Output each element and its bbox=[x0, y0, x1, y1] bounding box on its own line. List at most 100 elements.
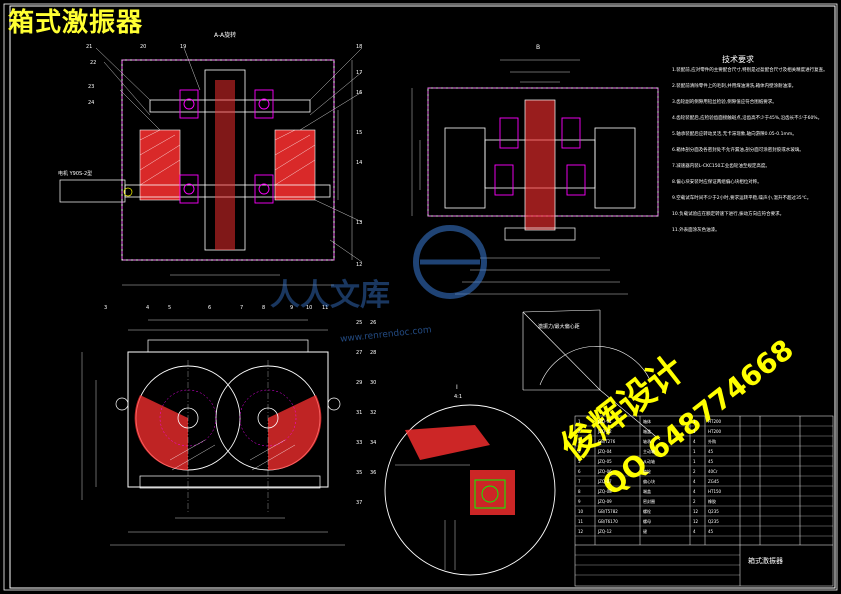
title-block-name: 箱式激振器 bbox=[748, 557, 783, 565]
part-number: 18 bbox=[356, 44, 363, 50]
part-number: 7 bbox=[240, 305, 244, 311]
title-block-cell: 1 bbox=[693, 459, 696, 464]
tech-note-line: 3.齿轮副的侧隙用铅丝检验,侧隙值应符合图纸要求。 bbox=[672, 100, 777, 105]
tech-note-line: 4.齿轮装配后,应检验齿面接触斑点,沿齿高不少于45%,沿齿长不少于60%。 bbox=[672, 116, 823, 121]
title-block-cell: 6 bbox=[578, 469, 581, 474]
title-block-cell: JZQ-05 bbox=[598, 459, 612, 464]
part-number: 19 bbox=[180, 44, 187, 50]
title-block-cell: JZQ-06 bbox=[598, 469, 612, 474]
title-block-cell: 40Cr bbox=[708, 469, 718, 474]
title-block-cell: 1 bbox=[693, 449, 696, 454]
tech-note-line: 8.偏心块安装时应保证两组偏心块相位对称。 bbox=[672, 180, 762, 185]
title-block-cell: 4 bbox=[693, 479, 696, 484]
title-block-cell: 12 bbox=[578, 529, 584, 534]
tech-note-line: 6.箱体剖分面及各密封处不允许漏油,剖分面可涂密封胶或水玻璃。 bbox=[672, 148, 804, 153]
title-block-cell: 1 bbox=[693, 419, 696, 424]
title-block-cell: 主动轴 bbox=[643, 449, 655, 454]
side-view-b bbox=[411, 59, 659, 295]
part-number: 10 bbox=[306, 305, 313, 311]
part-number: 5 bbox=[168, 305, 172, 311]
title-block-cell: ZG45 bbox=[708, 479, 719, 484]
title-block-cell: JZQ-04 bbox=[598, 449, 612, 454]
tech-note-line: 5.轴承装配后应转动灵活,无卡滞现象,轴向游隙0.05-0.1mm。 bbox=[672, 132, 797, 137]
outer-frame bbox=[3, 3, 838, 591]
detail-view-i bbox=[384, 404, 556, 576]
title-block-cell: GB/T5782 bbox=[598, 509, 618, 514]
section-view-a-a bbox=[59, 47, 363, 286]
title-block-cell: 11 bbox=[578, 519, 584, 524]
section-label: A-A旋转 bbox=[214, 32, 237, 39]
part-number: 32 bbox=[370, 410, 377, 416]
drawing-title: 箱式激振器 bbox=[8, 8, 144, 38]
part-number: 35 bbox=[356, 470, 363, 476]
title-block-cell: JZQ-02 bbox=[598, 429, 612, 434]
tech-note-line: 1.装配前,应对零件的主要配合尺寸,特别是过盈配合尺寸及相关精度进行复查。 bbox=[672, 68, 828, 73]
part-number: 20 bbox=[140, 44, 147, 50]
title-block bbox=[574, 415, 834, 587]
title-block-cell: 5 bbox=[578, 459, 581, 464]
part-number: 24 bbox=[88, 100, 95, 106]
part-number: 25 bbox=[356, 320, 363, 326]
part-number: 31 bbox=[356, 410, 363, 416]
tech-note-line: 7.减速器内装L-CKC150工业齿轮油至规定高度。 bbox=[672, 164, 770, 169]
title-block-cell: Q235 bbox=[708, 519, 719, 524]
part-number: 13 bbox=[356, 220, 363, 226]
part-number: 33 bbox=[356, 440, 363, 446]
part-number: 14 bbox=[356, 160, 363, 166]
title-block-cell: 1 bbox=[693, 429, 696, 434]
part-number: 30 bbox=[370, 380, 377, 386]
part-number: 34 bbox=[370, 440, 377, 446]
title-block-cell: 3 bbox=[578, 439, 581, 444]
cam-label: 激振力/最大偏心距 bbox=[538, 324, 580, 330]
tech-requirements-title: 技术要求 bbox=[722, 55, 754, 64]
inner-frame bbox=[9, 5, 836, 589]
title-block-cell: 从动轴 bbox=[643, 459, 655, 464]
title-block-cell: HT150 bbox=[708, 489, 722, 494]
motor-label: 电机 Y90S-2型 bbox=[58, 171, 93, 177]
part-number: 21 bbox=[86, 44, 93, 50]
title-block-cell: 2 bbox=[578, 429, 581, 434]
part-number: 17 bbox=[356, 70, 363, 76]
title-block-cell: 螺栓 bbox=[643, 509, 651, 514]
title-block-cell: 箱体 bbox=[643, 419, 651, 424]
title-block-cell: 4 bbox=[578, 449, 581, 454]
tech-note-line: 2.装配前清除零件上的毛刺,并用煤油清洗,箱体内壁涂耐油漆。 bbox=[672, 84, 797, 89]
view-label-i-scale: 4:1 bbox=[454, 394, 463, 400]
title-block-cell: 外购 bbox=[708, 439, 716, 444]
title-block-cell: JZQ-12 bbox=[598, 529, 612, 534]
title-block-cell: 1 bbox=[578, 419, 581, 424]
front-view bbox=[81, 319, 345, 546]
watermark-logo bbox=[413, 225, 487, 299]
title-block-cell: 键 bbox=[643, 529, 647, 534]
title-block-rows-lines bbox=[575, 425, 833, 576]
part-number: 11 bbox=[322, 305, 329, 311]
title-block-cell: 端盖 bbox=[643, 489, 651, 494]
part-number: 12 bbox=[356, 262, 363, 268]
title-block-cell: 12 bbox=[693, 509, 699, 514]
title-block-cell: JZQ-01 bbox=[598, 419, 612, 424]
title-block-cell: 4 bbox=[693, 529, 696, 534]
title-block-cell: 螺母 bbox=[643, 519, 651, 524]
part-number: 26 bbox=[370, 320, 377, 326]
title-block-cell: 轴承 bbox=[643, 439, 651, 444]
part-number: 23 bbox=[88, 84, 95, 90]
title-block-cell: HT200 bbox=[708, 429, 722, 434]
part-number: 27 bbox=[356, 350, 363, 356]
title-block-cell: Q235 bbox=[708, 509, 719, 514]
part-number: 22 bbox=[90, 60, 97, 66]
part-number: 28 bbox=[370, 350, 377, 356]
title-block-cell: 45 bbox=[708, 449, 714, 454]
part-number: 29 bbox=[356, 380, 363, 386]
tech-note-line: 11.外表面涂灰色油漆。 bbox=[672, 228, 720, 233]
view-label-b: B bbox=[536, 44, 541, 51]
title-block-cell: 45 bbox=[708, 529, 714, 534]
title-block-cell: 4 bbox=[693, 439, 696, 444]
title-block-cell: 8 bbox=[578, 489, 581, 494]
title-block-cell: 密封圈 bbox=[643, 499, 655, 504]
part-number: 16 bbox=[356, 90, 363, 96]
title-block-cell: 偏心块 bbox=[643, 479, 655, 484]
part-number: 9 bbox=[290, 305, 294, 311]
part-number: 15 bbox=[356, 130, 363, 136]
part-number: 3 bbox=[104, 305, 108, 311]
